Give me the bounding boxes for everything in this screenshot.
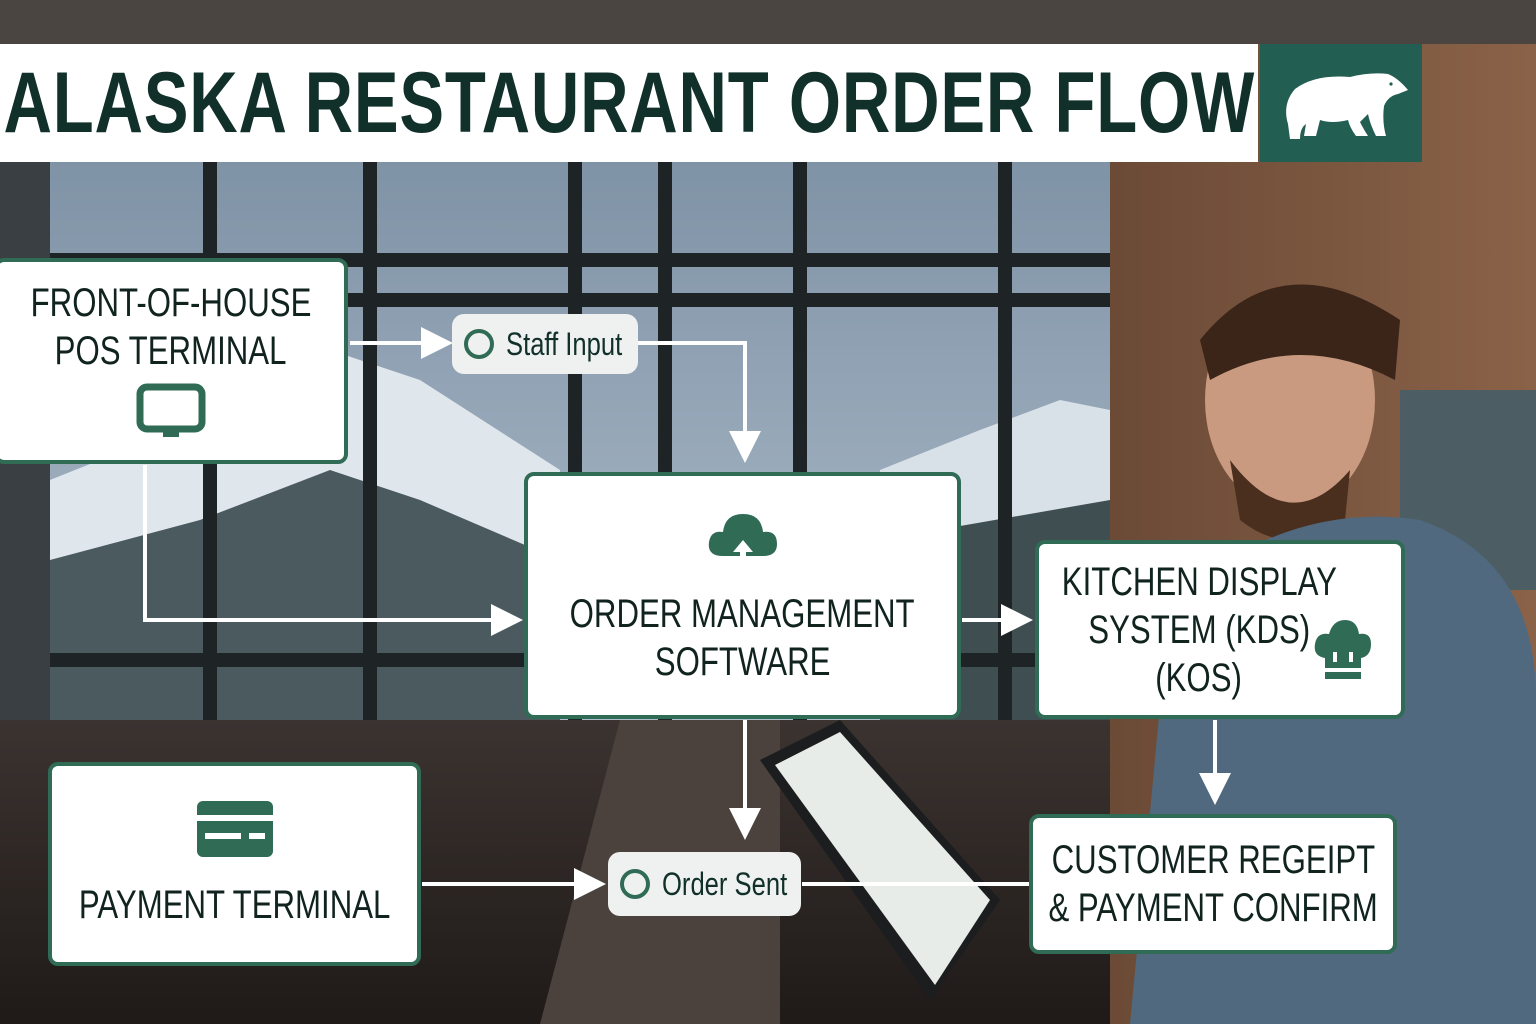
receipt-label-line: & PAYMENT CONFIRM [1048,886,1378,930]
pos-label-line: POS TERMINAL [55,329,287,373]
kds-label-line: SYSTEM (KDS) [1088,607,1310,652]
title-banner: ALASKA RESTAURANT ORDER FLOW [0,44,1258,162]
kitchen-display-node: KITCHEN DISPLAY SYSTEM (KDS) (KOS) [1035,540,1405,719]
order-sent-pill: Order Sent [608,852,801,916]
arrow-pos-to-oms [143,465,523,636]
monitor-icon [136,383,206,437]
credit-card-icon [196,801,273,857]
order-management-node: ORDER MANAGEMENT SOFTWARE [524,472,961,719]
kds-label-line: (KOS) [1155,655,1243,700]
staff-input-label: Staff Input [506,325,623,362]
chef-hat-icon [1314,620,1371,679]
order-sent-label: Order Sent [662,865,788,902]
payment-label: PAYMENT TERMINAL [78,883,391,927]
arrow-staff-input-to-oms [638,341,761,463]
kds-label-line: KITCHEN DISPLAY [1061,559,1337,604]
receipt-label-line: CUSTOMER REGEIPT [1051,838,1375,882]
pos-label-line: FRONT-OF-HOUSE [30,281,312,325]
logo [1260,44,1422,162]
cloud-upload-icon [708,513,777,570]
payment-terminal-node: PAYMENT TERMINAL [48,762,421,966]
circle-icon [620,869,650,899]
pos-terminal-node: FRONT-OF-HOUSE POS TERMINAL [0,258,348,464]
oms-label-line: SOFTWARE [654,639,831,684]
polar-bear-icon [1286,73,1408,139]
staff-input-pill: Staff Input [452,314,638,374]
circle-icon [464,329,494,359]
oms-label-line: ORDER MANAGEMENT [570,591,915,636]
page-title: ALASKA RESTAURANT ORDER FLOW [3,54,1255,151]
customer-receipt-node: CUSTOMER REGEIPT & PAYMENT CONFIRM [1029,814,1397,954]
